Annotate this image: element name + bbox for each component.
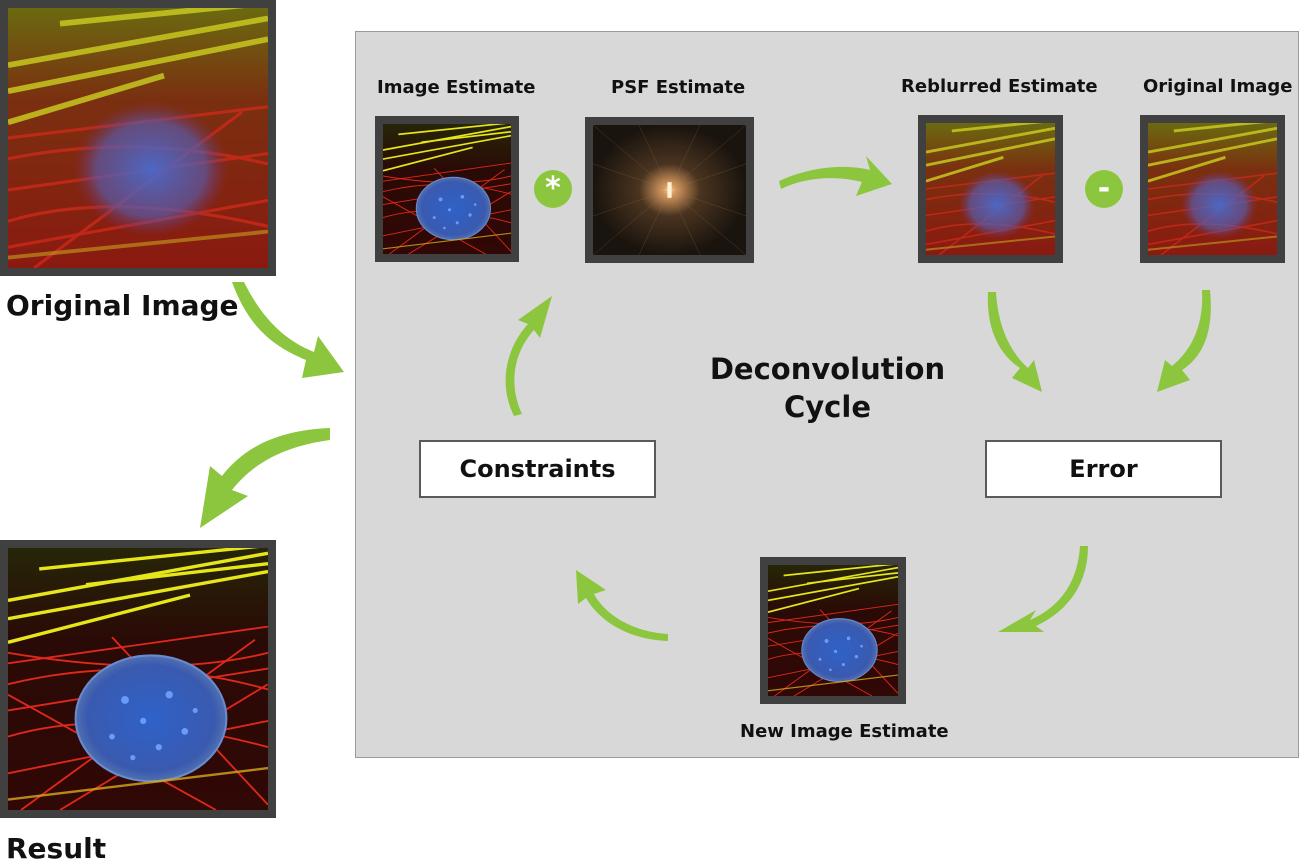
original-image-panel-thumbnail bbox=[1140, 115, 1285, 263]
arrow-cycle-to-result bbox=[200, 428, 330, 528]
image-estimate-thumbnail bbox=[375, 116, 519, 262]
reblurred-estimate-thumbnail bbox=[918, 115, 1063, 263]
result-image-thumbnail bbox=[0, 540, 276, 818]
new-image-estimate-caption: New Image Estimate bbox=[740, 721, 949, 742]
psf-estimate-thumbnail bbox=[585, 117, 754, 263]
subtract-icon: - bbox=[1085, 170, 1123, 208]
cycle-title: Deconvolution Cycle bbox=[690, 350, 965, 426]
image-estimate-caption: Image Estimate bbox=[377, 77, 536, 98]
arrow-original-to-cycle bbox=[232, 282, 344, 378]
new-image-estimate-thumbnail bbox=[760, 557, 906, 704]
original-image-panel-caption: Original Image bbox=[1143, 76, 1293, 97]
psf-estimate-caption: PSF Estimate bbox=[611, 77, 746, 98]
original-image-caption: Original Image bbox=[6, 289, 239, 322]
result-caption: Result bbox=[6, 832, 107, 865]
arrow-error-to-new-estimate bbox=[998, 546, 1088, 632]
cycle-title-line1: Deconvolution bbox=[709, 352, 946, 386]
original-image-thumbnail bbox=[0, 0, 276, 276]
arrow-reblurred-to-error bbox=[987, 292, 1042, 392]
error-box: Error bbox=[985, 440, 1222, 498]
convolve-icon: * bbox=[534, 170, 572, 208]
constraints-box: Constraints bbox=[419, 440, 656, 498]
arrow-constraints-to-image-estimate bbox=[505, 296, 552, 416]
arrow-new-estimate-to-constraints bbox=[576, 570, 668, 641]
arrow-psf-to-reblurred bbox=[779, 156, 892, 196]
arrow-original-to-error bbox=[1157, 290, 1211, 392]
reblurred-estimate-caption: Reblurred Estimate bbox=[901, 76, 1098, 97]
cycle-title-line2: Cycle bbox=[784, 390, 871, 424]
